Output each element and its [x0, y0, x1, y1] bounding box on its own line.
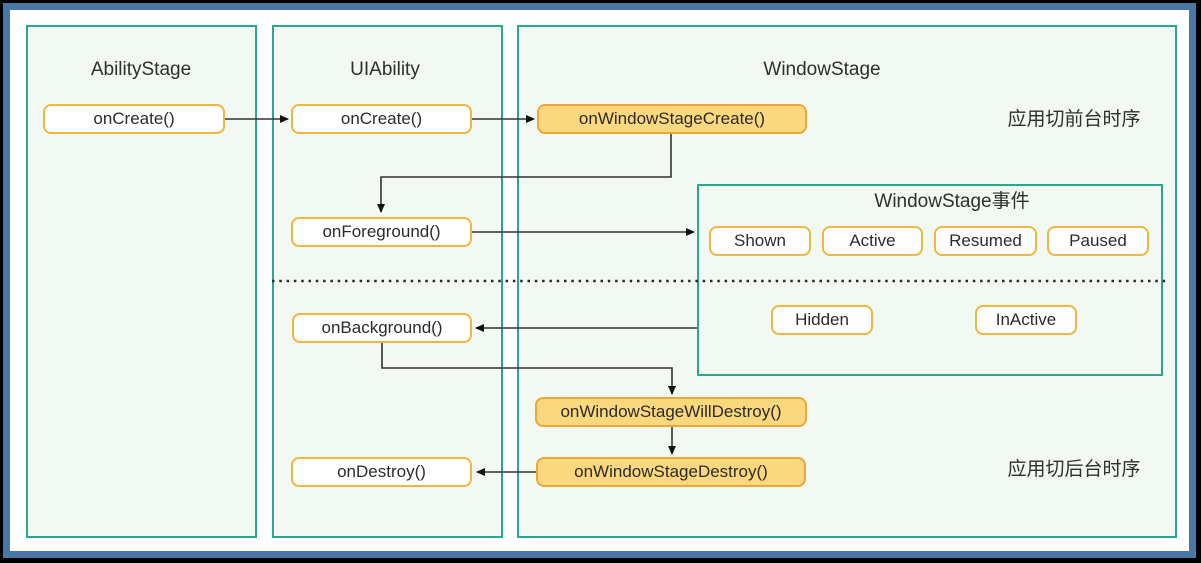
ui-ability-oncreate-box: onCreate() — [291, 104, 472, 134]
ability-stage-panel — [26, 25, 257, 538]
on-foreground-box: onForeground() — [291, 217, 472, 247]
window-stage-title: WindowStage — [763, 59, 881, 80]
background-sequence-label: 应用切后台时序 — [1007, 459, 1141, 480]
event-shown-box: Shown — [709, 226, 811, 256]
event-active-box: Active — [822, 226, 923, 256]
window-stage-events-title: WindowStage事件 — [874, 191, 1030, 212]
on-background-box: onBackground() — [292, 313, 472, 343]
on-window-stage-destroy-box: onWindowStageDestroy() — [536, 457, 806, 487]
on-window-stage-will-destroy-box: onWindowStageWillDestroy() — [535, 397, 807, 427]
on-window-stage-create-box: onWindowStageCreate() — [537, 104, 807, 134]
event-paused-box: Paused — [1047, 226, 1149, 256]
ability-stage-oncreate-box: onCreate() — [43, 104, 225, 134]
event-resumed-box: Resumed — [934, 226, 1037, 256]
event-inactive-box: InActive — [975, 305, 1077, 335]
ability-stage-title: AbilityStage — [90, 59, 192, 80]
event-hidden-box: Hidden — [771, 305, 873, 335]
ui-ability-title: UIAbility — [350, 59, 420, 80]
on-destroy-box: onDestroy() — [291, 457, 472, 487]
foreground-sequence-label: 应用切前台时序 — [1007, 109, 1141, 130]
